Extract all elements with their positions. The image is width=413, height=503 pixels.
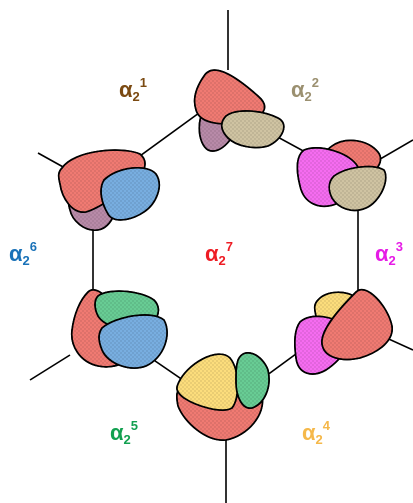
- label-alpha-2-3: α23: [375, 239, 403, 268]
- petal-texture: [236, 353, 269, 408]
- vertex-bottom: [177, 353, 269, 440]
- spoke-lower-left: [30, 355, 70, 380]
- vertex-upper-right: [297, 140, 385, 210]
- label-alpha-2-6: α26: [9, 239, 37, 268]
- label-alpha-2-5: α25: [110, 418, 138, 447]
- vertex-top: [195, 70, 284, 151]
- petal-texture: [222, 111, 284, 148]
- petal-texture: [99, 315, 167, 368]
- vertex-upper-left: [59, 150, 160, 230]
- petal-texture: [329, 167, 386, 211]
- label-alpha-2-4: α24: [302, 418, 331, 447]
- vertex-lower-left: [72, 290, 167, 368]
- label-alpha-2-2: α22: [291, 75, 319, 104]
- petal-texture: [101, 168, 159, 220]
- spoke-upper-left: [38, 153, 65, 168]
- vertex-lower-right: [295, 290, 392, 374]
- label-alpha-2-1: α21: [119, 75, 147, 104]
- label-alpha-2-7: α27: [205, 239, 233, 268]
